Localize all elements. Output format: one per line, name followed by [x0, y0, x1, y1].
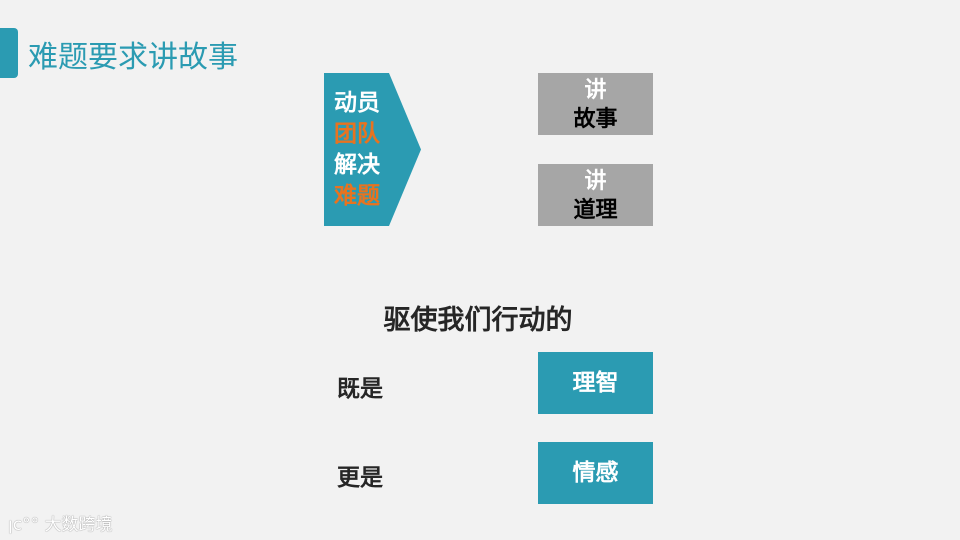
box-bottom-text: 道理	[573, 198, 618, 223]
title-accent-bar	[0, 28, 18, 78]
slide-title: 难题要求讲故事	[28, 40, 238, 75]
tell-reason-box: 讲 道理	[538, 164, 653, 226]
arrow-line: 团队	[334, 121, 380, 147]
arrow-line: 动员	[334, 90, 380, 116]
arrow-line: 解决	[334, 152, 380, 178]
logo-icon: ꞁᴄ°°	[8, 515, 40, 535]
tell-story-box: 讲 故事	[538, 73, 653, 135]
reason-box: 理智	[538, 352, 653, 414]
arrow-text: 动员 团队 解决 难题	[334, 88, 380, 212]
emotion-box: 情感	[538, 442, 653, 504]
watermark-logo: ꞁᴄ°° 大数跨境	[8, 510, 112, 535]
row-label: 既是	[337, 376, 383, 402]
box-top-text: 讲	[584, 78, 607, 103]
watermark-text: 大数跨境	[44, 515, 113, 535]
box-top-text: 讲	[584, 169, 607, 194]
section-heading: 驱使我们行动的	[383, 305, 573, 336]
row-label: 更是	[337, 465, 383, 491]
box-bottom-text: 故事	[573, 107, 618, 132]
arrow-line: 难题	[334, 183, 380, 209]
